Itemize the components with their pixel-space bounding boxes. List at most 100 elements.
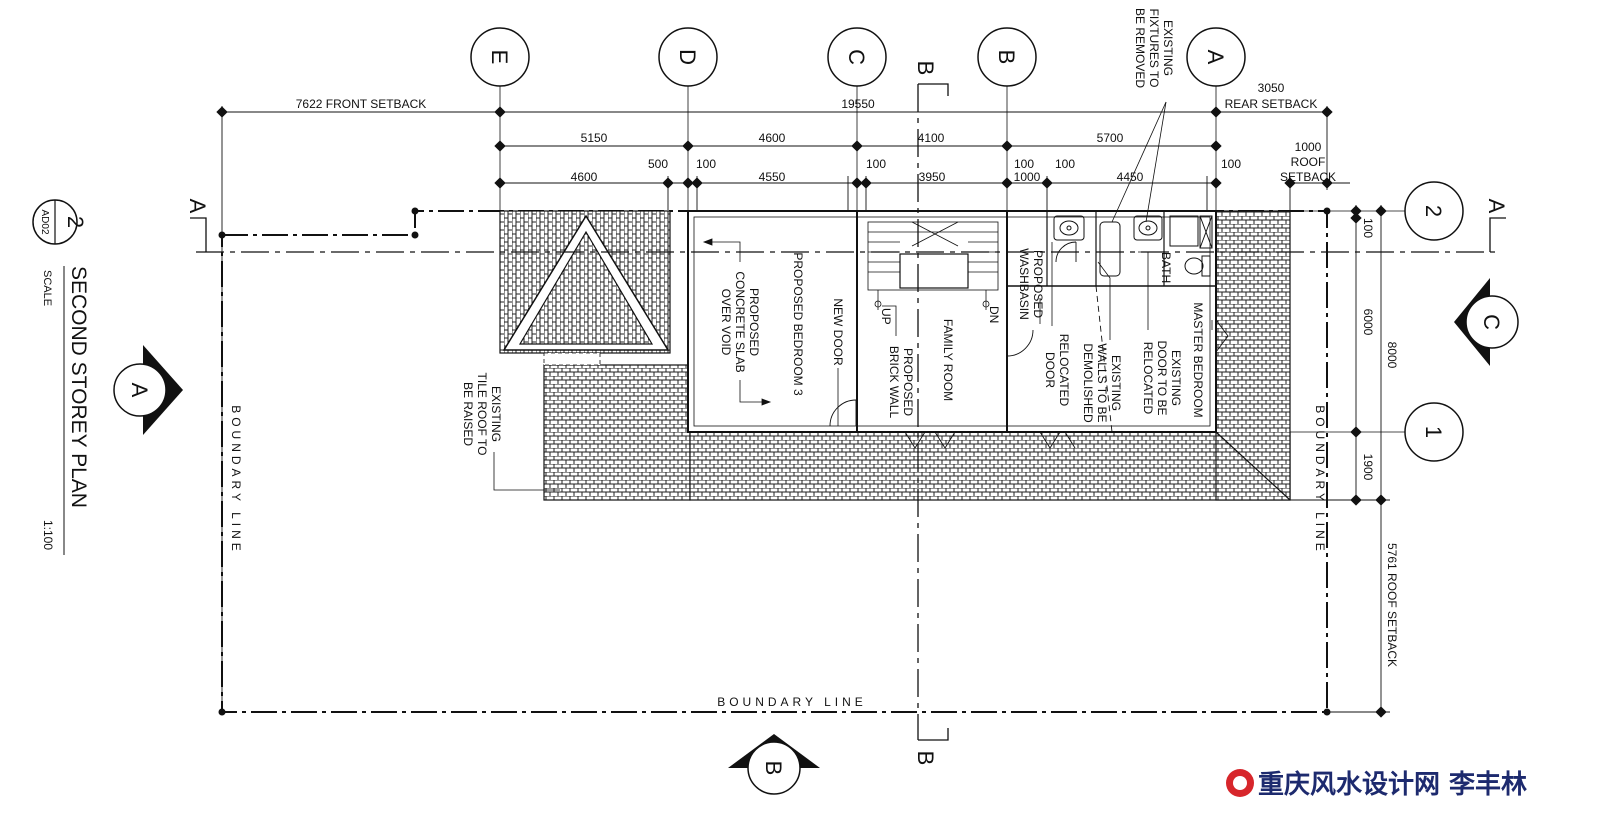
dimension-text-right: 100 6000 8000 1900 5761 ROOF SETBACK bbox=[1361, 218, 1399, 667]
elevation-marker-c: C bbox=[1454, 278, 1519, 366]
grid-bubble-1: 1 bbox=[1404, 402, 1464, 462]
label-bedroom3: PROPOSED BEDROOM 3 bbox=[791, 252, 805, 396]
svg-text:1: 1 bbox=[1421, 426, 1446, 438]
dimensions-right bbox=[1290, 205, 1390, 713]
dim-r4-1: 4550 bbox=[759, 170, 786, 184]
dim-right-roof-setback: 5761 ROOF SETBACK bbox=[1385, 543, 1399, 667]
dim-r4-2: 3950 bbox=[919, 170, 946, 184]
leader-lines bbox=[493, 101, 1213, 491]
dim-rear-setback: REAR SETBACK bbox=[1225, 97, 1318, 111]
label-fixtures-3: BE REMOVED bbox=[1133, 8, 1147, 88]
label-washbasin-2: WASHBASIN bbox=[1017, 248, 1031, 320]
label-tile-roof-1: EXISTING bbox=[489, 386, 503, 442]
dim-right-1900: 1900 bbox=[1361, 454, 1375, 481]
label-tile-roof-2: TILE ROOF TO bbox=[475, 373, 489, 456]
label-new-door: NEW DOOR bbox=[831, 298, 845, 366]
dim-r3-2: 100 bbox=[866, 157, 886, 171]
dimension-ticks-top bbox=[216, 106, 1333, 189]
label-family-room: FAMILY ROOM bbox=[941, 319, 955, 401]
svg-text:C: C bbox=[844, 49, 869, 65]
dim-roof-setback: SETBACK bbox=[1280, 170, 1336, 184]
dim-roof-label: ROOF bbox=[1291, 155, 1326, 169]
label-master-bedroom: MASTER BEDROOM bbox=[1191, 302, 1205, 417]
dim-right-6000: 6000 bbox=[1361, 309, 1375, 336]
title-sheet: AD02 bbox=[39, 209, 50, 234]
floor-plan-walls bbox=[687, 210, 1217, 433]
elevation-marker-a: A bbox=[113, 345, 183, 435]
dim-r2-2: 4100 bbox=[918, 131, 945, 145]
dim-r4-0: 4600 bbox=[571, 170, 598, 184]
dim-r3-4: 100 bbox=[1055, 157, 1075, 171]
grid-bubble-d: D bbox=[658, 27, 718, 87]
label-brick-wall-2: BRICK WALL bbox=[887, 346, 901, 419]
section-a-left: A bbox=[185, 199, 210, 214]
label-door-reloc-3: RELOCATED bbox=[1141, 342, 1155, 415]
label-slab-1: PROPOSED bbox=[747, 288, 761, 356]
plan-title: SECOND STOREY PLAN bbox=[67, 266, 90, 508]
dim-right-100: 100 bbox=[1361, 218, 1375, 238]
grid-bubble-a: A bbox=[1186, 27, 1246, 87]
dim-r2-0: 5150 bbox=[581, 131, 608, 145]
dim-r3-3: 100 bbox=[1014, 157, 1034, 171]
label-tile-roof-3: BE RAISED bbox=[461, 382, 475, 446]
svg-text:A: A bbox=[1203, 50, 1228, 65]
grid-bubble-2: 2 bbox=[1404, 181, 1464, 241]
dim-r3-0: 500 bbox=[648, 157, 668, 171]
bathroom-fixtures bbox=[1053, 215, 1213, 277]
doors bbox=[829, 241, 1229, 449]
label-door-reloc-2: DOOR TO BE bbox=[1155, 341, 1169, 416]
dim-r4-4: 4450 bbox=[1117, 170, 1144, 184]
dim-rear-setback-value: 3050 bbox=[1258, 81, 1285, 95]
grid-bubble-c: C bbox=[827, 27, 887, 87]
section-line-a: A A bbox=[185, 199, 1509, 253]
label-brick-wall-1: PROPOSED bbox=[901, 348, 915, 416]
dimension-text-top: 7622 FRONT SETBACK 19550 3050 REAR SETBA… bbox=[296, 81, 1336, 184]
roof-tiles bbox=[499, 210, 1291, 501]
grid-bubble-b: B bbox=[977, 27, 1037, 87]
label-washbasin-1: PROPOSED bbox=[1031, 250, 1045, 318]
section-line-b: B B bbox=[913, 61, 949, 766]
svg-text:B: B bbox=[994, 50, 1019, 65]
dim-r2-3: 5700 bbox=[1097, 131, 1124, 145]
dim-right-8000: 8000 bbox=[1385, 342, 1399, 369]
svg-text:B: B bbox=[761, 761, 786, 776]
label-slab-2: CONCRETE SLAB bbox=[733, 271, 747, 372]
scale-label: SCALE bbox=[41, 270, 53, 306]
dim-front-setback: 7622 FRONT SETBACK bbox=[296, 97, 427, 111]
boundary-label-bottom: BOUNDARY LINE bbox=[717, 695, 867, 709]
title-number: 2 bbox=[63, 216, 88, 228]
dim-overall: 19550 bbox=[841, 97, 875, 111]
label-slab-3: OVER VOID bbox=[719, 289, 733, 356]
watermark-text: 重庆风水设计网 李丰林 bbox=[1258, 769, 1527, 800]
dimension-ticks-right bbox=[1350, 205, 1387, 718]
room-labels: PROPOSED BEDROOM 3 PROPOSED CONCRETE SLA… bbox=[461, 8, 1205, 455]
boundary-label-left: BOUNDARY LINE bbox=[229, 405, 243, 555]
label-up: UP bbox=[879, 308, 893, 325]
plan-scale: 1:100 bbox=[41, 520, 55, 550]
dim-r2-1: 4600 bbox=[759, 131, 786, 145]
title-block: 2 AD02 SCALE SECOND STOREY PLAN 1:100 bbox=[32, 199, 90, 555]
label-bath: BATH bbox=[1159, 252, 1173, 283]
section-b-bottom: B bbox=[913, 751, 938, 766]
label-walls-3: DEMOLISHED bbox=[1081, 343, 1095, 423]
svg-text:E: E bbox=[487, 50, 512, 65]
label-fixtures-2: FIXTURES TO bbox=[1147, 9, 1161, 88]
label-relocated-door-1: RELOCATED bbox=[1057, 334, 1071, 407]
svg-text:A: A bbox=[127, 383, 152, 398]
grid-bubble-e: E bbox=[470, 27, 530, 87]
svg-text:D: D bbox=[675, 49, 700, 65]
dim-r4-3: 1000 bbox=[1014, 170, 1041, 184]
svg-text:C: C bbox=[1479, 314, 1504, 330]
dim-r3-1: 100 bbox=[696, 157, 716, 171]
label-relocated-door-2: DOOR bbox=[1043, 352, 1057, 388]
label-door-reloc-1: EXISTING bbox=[1169, 350, 1183, 406]
dim-r3-5: 100 bbox=[1221, 157, 1241, 171]
section-b-top: B bbox=[913, 61, 938, 76]
label-dn: DN bbox=[987, 306, 1001, 323]
label-walls-1: EXISTING bbox=[1109, 355, 1123, 411]
svg-text:2: 2 bbox=[1421, 205, 1446, 217]
grid-bubbles-right: 2 1 bbox=[1290, 181, 1464, 462]
elevation-marker-b: B bbox=[728, 734, 820, 795]
